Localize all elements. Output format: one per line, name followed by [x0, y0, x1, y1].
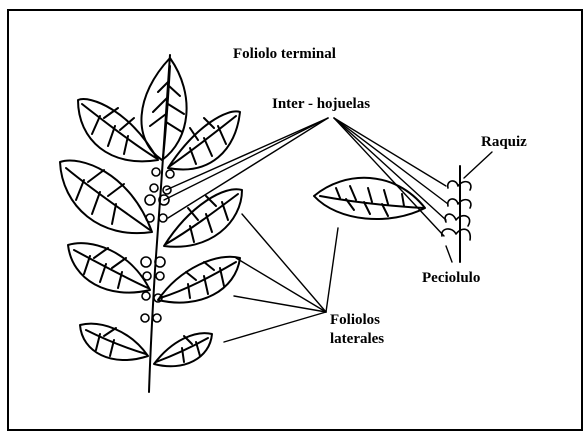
- leader-lines-lateral-leaflets: [224, 214, 338, 342]
- label-inter-leaflets: Inter - hojuelas: [272, 96, 370, 112]
- lateral-leaflet-left-4: [80, 324, 148, 360]
- leader-line-petiolule: [446, 246, 452, 262]
- label-lateral-leaflets-line1: Foliolos: [330, 312, 380, 328]
- diagram-frame: [8, 10, 582, 430]
- leader-line-rachis: [464, 152, 492, 178]
- lateral-leaflet-right-3: [158, 257, 240, 303]
- label-petiolule: Peciolulo: [422, 270, 480, 286]
- label-rachis: Raquiz: [481, 134, 527, 150]
- lateral-leaflet-left-2: [60, 161, 152, 234]
- label-lateral-leaflets-line2: laterales: [330, 331, 384, 347]
- lateral-leaflet-left-3: [68, 243, 150, 292]
- label-terminal-leaflet: Foliolo terminal: [233, 46, 336, 62]
- lateral-leaflet-right-2: [164, 189, 242, 247]
- lateral-leaflet-left-1: [78, 99, 158, 161]
- lateral-leaflet-right-4: [154, 333, 212, 366]
